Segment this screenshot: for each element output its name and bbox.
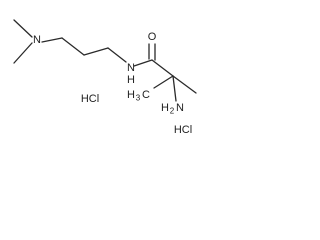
atom-label-methyl-c: C [142,89,150,101]
bond-quat-c-to-nh2 [172,75,177,102]
molecule-structure-diagram: N N H O H 2 N H 3 C HCl HCl [13,19,197,136]
atom-label-methyl-h-subscript: 3 [136,94,141,103]
bond-quat-c-to-ch3 [153,75,174,89]
atom-label-methyl-h: H [127,89,135,101]
atom-label-carbonyl-o: O [148,31,157,43]
atom-label-amino-n: N [176,102,184,114]
salt-label-hcl-left: HCl [81,93,99,105]
bond-n-to-ch2-a [41,37,63,43]
atom-label-amide-h: H [127,74,135,86]
bond-ch2-a-to-ch2-b [61,37,85,56]
bond-carbonyl-c-to-quat-c [151,59,174,77]
salt-label-hcl-right: HCl [174,124,192,136]
bond-quat-c-to-methyl-right [172,75,197,94]
atom-label-amine-n: N [33,34,41,46]
bond-layer [13,19,197,102]
atom-label-amino-h-subscript: 2 [170,107,175,116]
bond-ch2-c-to-nh [107,47,127,63]
bond-methyl-top-to-n [13,19,33,38]
bond-methyl-bottom-to-n [13,42,33,64]
atom-label-amino-h: H [161,102,169,114]
atom-label-amide-n: N [127,62,135,74]
bond-ch2-b-to-ch2-c [83,47,109,56]
atom-label-layer: N N H O H 2 N H 3 C HCl HCl [33,31,192,136]
bond-nh-to-carbonyl-c [133,59,153,67]
